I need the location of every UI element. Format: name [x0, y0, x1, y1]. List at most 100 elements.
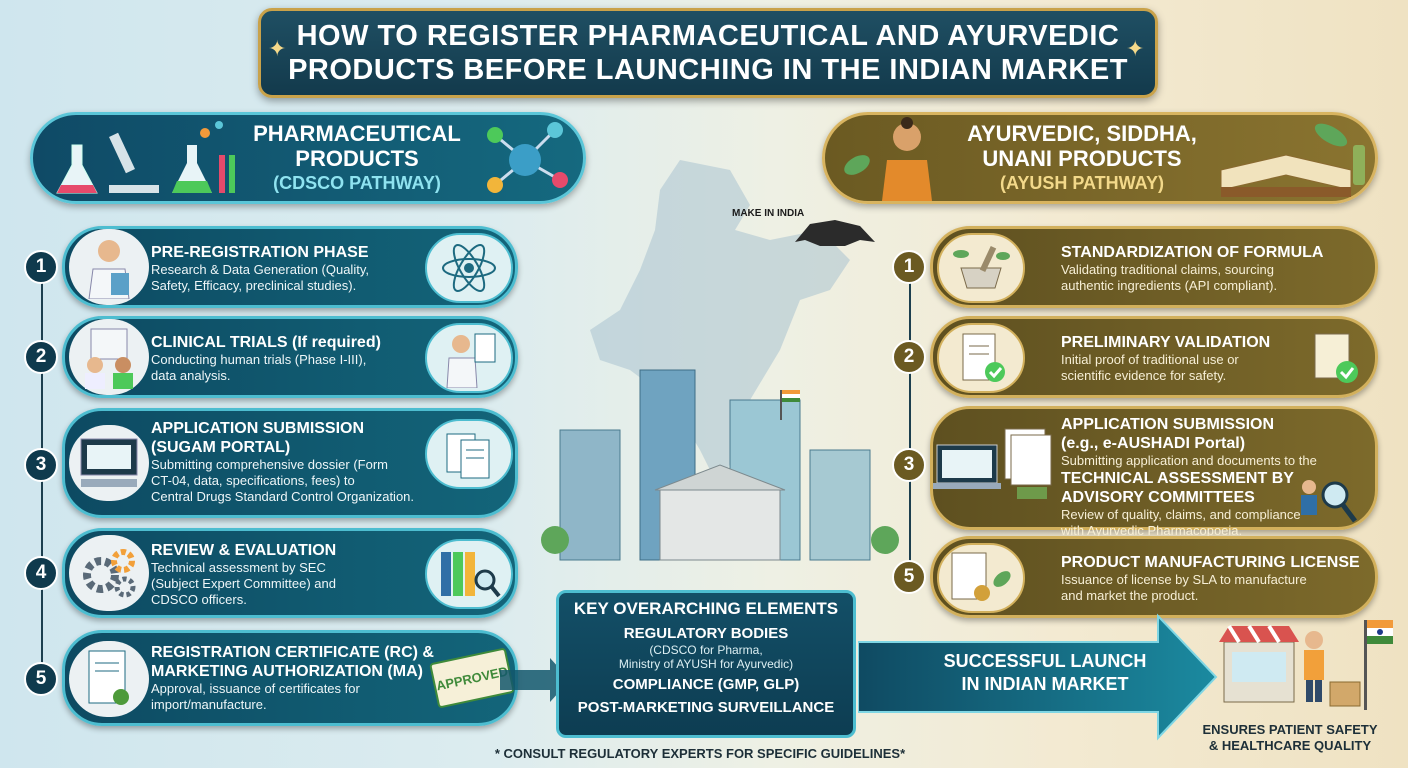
pharma-step-2-card: CLINICAL TRIALS (If required) Conducting…: [62, 316, 518, 398]
pharma-step-4-desc-2: (Subject Expert Committee) and: [151, 576, 336, 591]
ayush-step-3-card: APPLICATION SUBMISSION (e.g., e-AUSHADI …: [930, 406, 1378, 538]
pharma-step-4-desc-3: CDSCO officers.: [151, 592, 247, 607]
atom-icon: [425, 233, 513, 303]
pharma-step-4-title: REVIEW & EVALUATION: [151, 542, 337, 559]
launch-line-1: SUCCESSFUL LAUNCH: [943, 651, 1147, 671]
pharma-step-5-title: REGISTRATION CERTIFICATE (RC) &: [151, 644, 434, 661]
key-item-compliance: COMPLIANCE (GMP, GLP): [612, 676, 800, 693]
mortar-pestle-icon: [937, 233, 1025, 303]
pharma-step-2-number: 2: [24, 340, 58, 374]
ayush-step-3-desc-3: with Ayurvedic Pharmacopoeia.: [1061, 523, 1243, 538]
launch-text: SUCCESSFUL LAUNCH IN INDIAN MARKET: [930, 650, 1160, 696]
title-line-1: HOW TO REGISTER PHARMACEUTICAL AND AYURV…: [296, 20, 1120, 52]
certificate-icon: [69, 641, 149, 717]
lab-equipment-icon: [56, 121, 235, 194]
pharma-step-5-title-2: MARKETING AUTHORIZATION (MA): [151, 663, 423, 680]
title-line-2: PRODUCTS BEFORE LAUNCHING IN THE INDIAN …: [288, 54, 1128, 86]
pharma-step-5-number: 5: [24, 662, 58, 696]
ayush-step-1-desc-1: Validating traditional claims, sourcing: [1061, 262, 1274, 277]
ayush-step-2-card: PRELIMINARY VALIDATION Initial proof of …: [930, 316, 1378, 398]
license-certificate-icon: [937, 543, 1025, 613]
pharma-header-line-1: PHARMACEUTICAL: [253, 120, 461, 146]
launch-arrow: [858, 613, 1218, 741]
gears-icon: [69, 535, 149, 611]
pharma-step-3-desc-1: Submitting comprehensive dossier (Form: [151, 457, 388, 472]
pharma-pathway-header: PHARMACEUTICAL PRODUCTS (CDSCO PATHWAY): [30, 112, 586, 204]
scroll-check-icon: [937, 323, 1025, 393]
ayush-step-1-card: STANDARDIZATION OF FORMULA Validating tr…: [930, 226, 1378, 308]
key-item-regulatory-sub-1: (CDSCO for Pharma,: [649, 643, 763, 657]
ayush-step-2-desc-1: Initial proof of traditional use or: [1061, 352, 1239, 367]
lion-emblem-icon: [795, 220, 875, 246]
pharma-step-5-desc-2: import/manufacture.: [151, 697, 267, 712]
ayush-timeline-line: [909, 265, 911, 577]
pharma-step-3-card: APPLICATION SUBMISSION (SUGAM PORTAL) Su…: [62, 408, 518, 518]
computer-icon: [69, 425, 149, 501]
ayush-step-5-title: PRODUCT MANUFACTURING LICENSE: [1061, 554, 1360, 571]
pharma-step-1-desc-1: Research & Data Generation (Quality,: [151, 262, 369, 277]
pharma-step-3-title: APPLICATION SUBMISSION: [151, 420, 365, 437]
committee-magnifier-icon: [1295, 469, 1371, 529]
ayush-step-1-title: STANDARDIZATION OF FORMULA: [1061, 244, 1324, 261]
ayush-step-2-number: 2: [892, 340, 926, 374]
ayush-step-3-desc-1: Submitting application and documents to …: [1061, 453, 1317, 468]
ayush-step-3-title-2: (e.g., e-AUSHADI Portal): [1061, 435, 1246, 452]
ayush-step-5-card: PRODUCT MANUFACTURING LICENSE Issuance o…: [930, 536, 1378, 618]
scientist-icon: [69, 229, 149, 305]
make-in-india-label: MAKE IN INDIA: [732, 208, 805, 219]
ayush-step-1-number: 1: [892, 250, 926, 284]
key-item-regulatory-bodies: REGULATORY BODIES: [623, 625, 789, 642]
ayush-step-3-title-3: TECHNICAL ASSESSMENT BY: [1061, 470, 1294, 487]
pharma-step-1-card: PRE-REGISTRATION PHASE Research & Data G…: [62, 226, 518, 308]
ayush-step-3-desc-2: Review of quality, claims, and complianc…: [1061, 507, 1301, 522]
pharma-step-3-desc-2: CT-04, data, specifications, fees) to: [151, 473, 355, 488]
clinical-team-icon: [69, 319, 149, 395]
ayush-step-2-title: PRELIMINARY VALIDATION: [1061, 334, 1271, 351]
launch-line-2: IN INDIAN MARKET: [961, 674, 1129, 694]
connector-arrow: [500, 658, 570, 702]
pharma-header-line-2: PRODUCTS: [295, 145, 419, 171]
pharma-step-1-desc-2: Safety, Efficacy, preclinical studies).: [151, 278, 357, 293]
approved-stamp-label: APPROVED: [434, 663, 510, 693]
ayush-step-3-number: 3: [892, 448, 926, 482]
documents-icon: [425, 419, 513, 489]
pharma-step-2-title: CLINICAL TRIALS (If required): [151, 334, 381, 351]
doctor-clipboard-icon: [425, 323, 513, 393]
key-item-post-marketing: POST-MARKETING SURVEILLANCE: [577, 699, 835, 716]
ayush-step-5-desc-2: and market the product.: [1061, 588, 1199, 603]
ayush-header-line-2: UNANI PRODUCTS: [982, 145, 1182, 171]
ayush-step-5-desc-1: Issuance of license by SLA to manufactur…: [1061, 572, 1307, 587]
sage-icon: [844, 117, 932, 201]
key-elements-box: KEY OVERARCHING ELEMENTS REGULATORY BODI…: [556, 590, 856, 738]
pharma-step-4-desc-1: Technical assessment by SEC: [151, 560, 326, 575]
certificate-check-icon: [1299, 323, 1371, 393]
shop-flag-illustration: [1219, 620, 1393, 710]
pharma-step-5-card: REGISTRATION CERTIFICATE (RC) & MARKETIN…: [62, 630, 518, 726]
ayush-header-sub: (AYUSH PATHWAY): [999, 172, 1165, 193]
pharma-step-3-desc-3: Central Drugs Standard Control Organizat…: [151, 489, 415, 504]
pharma-step-5-desc-1: Approval, issuance of certificates for: [151, 681, 360, 696]
ayush-step-3-title: APPLICATION SUBMISSION: [1061, 416, 1275, 433]
ensures-line-1: ENSURES PATIENT SAFETY: [1202, 722, 1378, 737]
india-map-illustration: [590, 160, 850, 490]
pharma-step-1-number: 1: [24, 250, 58, 284]
city-buildings-illustration: [541, 369, 899, 561]
pharma-step-4-card: REVIEW & EVALUATION Technical assessment…: [62, 528, 518, 618]
ayush-step-3-title-4: ADVISORY COMMITTEES: [1061, 489, 1255, 506]
molecule-icon: [487, 122, 568, 193]
pharma-header-sub: (CDSCO PATHWAY): [273, 172, 441, 193]
ancient-book-icon: [1220, 123, 1365, 197]
pharma-step-2-desc-1: Conducting human trials (Phase I-III),: [151, 352, 367, 367]
pharma-step-1-title: PRE-REGISTRATION PHASE: [151, 244, 369, 261]
ayush-step-1-desc-2: authentic ingredients (API compliant).: [1061, 278, 1278, 293]
ensures-line-2: & HEALTHCARE QUALITY: [1208, 738, 1372, 753]
pharma-step-4-number: 4: [24, 556, 58, 590]
pharma-step-3-title-2: (SUGAM PORTAL): [151, 439, 291, 456]
ensures-text: ENSURES PATIENT SAFETY & HEALTHCARE QUAL…: [1180, 722, 1400, 754]
title-banner: HOW TO REGISTER PHARMACEUTICAL AND AYURV…: [258, 8, 1158, 98]
binders-magnifier-icon: [425, 539, 513, 609]
sparkle-icon: ✦: [268, 36, 287, 61]
key-elements-title: KEY OVERARCHING ELEMENTS: [573, 599, 839, 618]
ayush-step-5-number: 5: [892, 560, 926, 594]
footnote: * CONSULT REGULATORY EXPERTS FOR SPECIFI…: [494, 746, 906, 761]
